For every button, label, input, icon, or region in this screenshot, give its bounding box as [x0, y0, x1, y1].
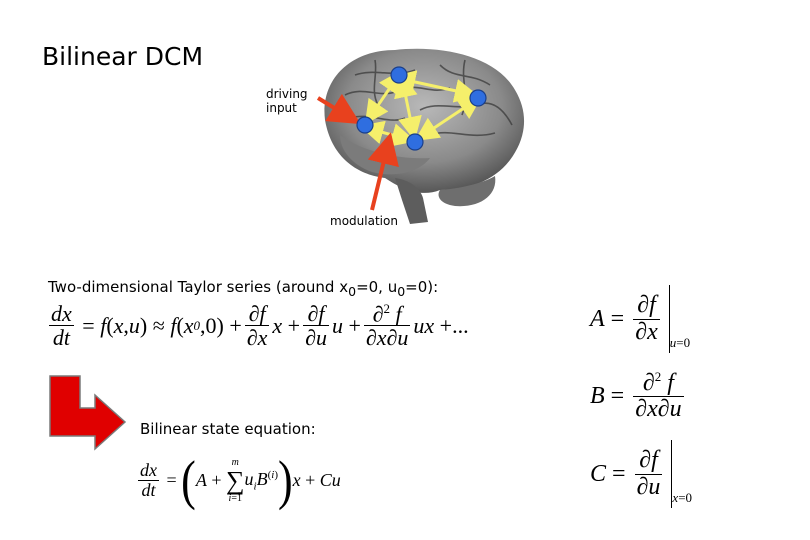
driving-label-line2: input	[266, 101, 297, 115]
matrix-a-definition: A = ∂f∂x u=0	[590, 285, 690, 353]
driving-input-label: driving input	[266, 87, 308, 115]
taylor-prefix: Two-dimensional Taylor series (around x	[48, 278, 349, 296]
driving-input-arrow	[316, 93, 361, 125]
bilinear-heading: Bilinear state equation:	[140, 420, 316, 438]
modulation-label: modulation	[330, 214, 398, 228]
brain-cerebrum	[324, 48, 525, 193]
slide-title: Bilinear DCM	[42, 42, 204, 71]
modulation-arrow	[367, 132, 399, 211]
region-node-2	[469, 89, 487, 107]
connection-2-4	[414, 95, 483, 141]
matrix-c-definition: C = ∂f∂u x=0	[590, 440, 692, 508]
brain-stem	[395, 178, 428, 224]
matrix-b-definition: B = ∂2 f∂x∂u	[590, 369, 684, 423]
region-node-1	[390, 66, 408, 84]
connection-1-3	[364, 69, 403, 125]
connection-1-4	[394, 73, 422, 141]
taylor-sub-x: 0	[348, 284, 357, 299]
taylor-sub-u: 0	[397, 284, 406, 299]
taylor-suffix: =0):	[405, 278, 439, 296]
driving-label-line1: driving	[266, 87, 308, 101]
implication-arrow	[49, 375, 127, 451]
taylor-heading: Two-dimensional Taylor series (around x0…	[48, 278, 438, 299]
brain-cerebellum	[438, 176, 496, 207]
region-node-4	[406, 133, 424, 151]
region-node-3	[356, 116, 374, 134]
taylor-mid: =0, u	[356, 278, 398, 296]
